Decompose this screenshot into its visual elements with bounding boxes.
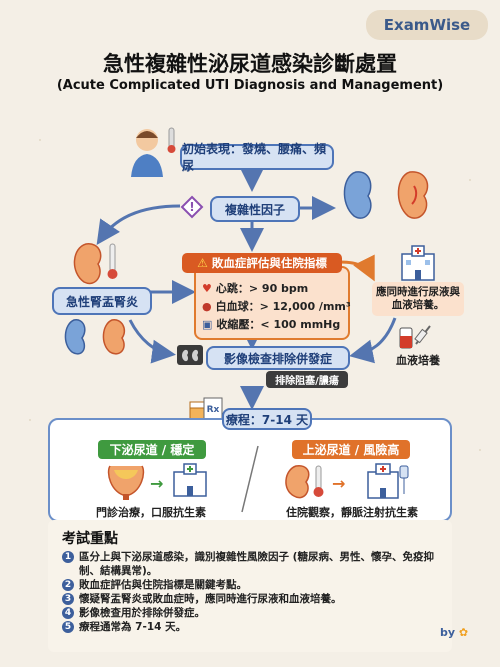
vital-heart-rate: ♥ 心跳：> 90 bpm — [202, 281, 309, 296]
patient-icon — [131, 127, 176, 177]
blood-culture-icon — [399, 325, 431, 349]
alert-icon: ⚠ — [197, 256, 208, 270]
sepsis-header: ⚠ 敗血症評估與住院指標 — [182, 253, 342, 273]
page-title: 急性複雜性泌尿道感染診斷處置 — [103, 52, 397, 76]
initial-presentation-box: 初始表現：發燒、腰痛、頻尿 — [180, 142, 334, 173]
vital-wbc: ● 白血球：> 12,000 /mm³ — [202, 299, 351, 314]
kidney-pair-small-icon — [64, 319, 126, 355]
kidney-pair-icon — [343, 171, 429, 219]
hospital-iv-icon — [367, 463, 409, 499]
sepsis-title: 敗血症評估與住院指標 — [211, 256, 327, 270]
upper-uti-title: 上泌尿道 / 風險高 — [292, 440, 410, 459]
exam-points-title: 考試重點 — [62, 531, 118, 547]
lower-uti-desc: 門診治療，口服抗生素 — [96, 506, 206, 519]
blood-drop-icon: ● — [202, 299, 212, 313]
arrow-lower: → — [150, 474, 164, 493]
vital-systolic-bp: ▣ 收縮壓：< 100 mmHg — [202, 317, 341, 332]
culture-note-box: 應同時進行尿液與血液培養。 — [372, 282, 464, 316]
byline: by ✿ — [440, 626, 469, 639]
warning-icon: ! — [180, 195, 204, 219]
complicating-factors-box: 複雜性因子 — [210, 196, 300, 222]
kidney-thermometer-icon — [285, 465, 324, 499]
bladder-icon — [107, 465, 145, 500]
lower-uti-title: 下泌尿道 / 穩定 — [98, 440, 206, 459]
exam-points-panel — [48, 520, 452, 652]
blood-culture-label: 血液培養 — [396, 354, 440, 367]
pyelonephritis-box: 急性腎盂腎炎 — [52, 287, 152, 315]
arrow-upper: → — [332, 474, 346, 493]
infected-kidney-icon — [73, 243, 118, 285]
course-duration-box: 療程：7-14 天 — [222, 408, 312, 430]
divider-slash — [241, 445, 259, 513]
hospital-icon — [401, 245, 435, 281]
clinic-icon — [173, 463, 207, 497]
bp-cuff-icon: ▣ — [202, 317, 213, 331]
page-subtitle: (Acute Complicated UTI Diagnosis and Man… — [56, 78, 444, 93]
upper-uti-desc: 住院觀察，靜脈注射抗生素 — [286, 506, 418, 519]
heart-rate-icon: ♥ — [202, 281, 212, 295]
author-logo-icon: ✿ — [458, 626, 469, 639]
svg-text:Rx: Rx — [207, 405, 220, 415]
brand-badge: ExamWise — [366, 10, 488, 40]
imaging-scan-icon — [177, 345, 203, 365]
imaging-box: 影像檢查排除併發症 — [206, 346, 350, 370]
svg-text:!: ! — [189, 200, 194, 214]
imaging-tag: 排除阻塞/膿瘍 — [266, 371, 348, 388]
